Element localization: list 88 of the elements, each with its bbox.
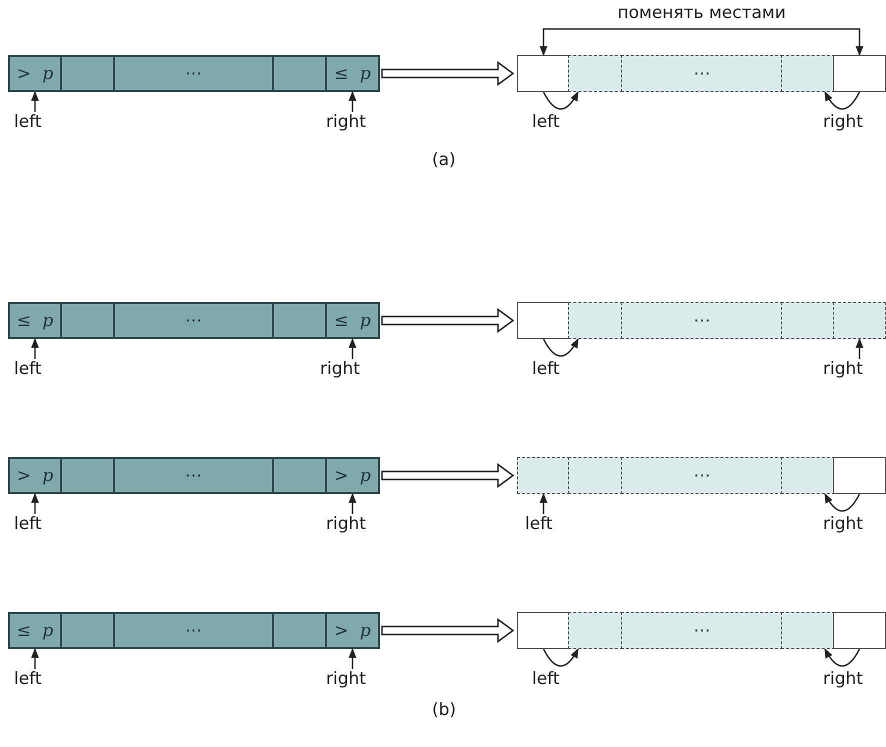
edge-label: поменять местами [618,3,786,23]
array-strip [8,457,378,494]
curved-arrow [542,648,579,667]
array-cell: ⋯ [621,457,783,494]
leader-line [31,493,39,514]
pointer-label: left [525,514,553,534]
array-cell [781,55,835,92]
array-cell: ⋯ [113,612,274,649]
array-cell: ⋯ [621,612,783,649]
pointer-label: right [320,359,360,379]
leader-line [856,338,864,359]
array-cell [60,55,115,92]
array-cell [568,612,623,649]
array-cell: > p [325,612,380,649]
array-cell [833,612,886,649]
array-strip [517,302,884,339]
array-cell [517,55,570,92]
array-cell: ≤ p [325,302,380,339]
array-strip [517,457,884,494]
leader-line [31,338,39,359]
array-cell [60,612,115,649]
curved-arrow [542,338,579,357]
pointer-label: right [823,514,863,534]
curved-arrow [824,493,860,512]
array-cell [781,302,835,339]
array-cell [568,55,623,92]
array-cell: ⋯ [621,302,783,339]
pointer-label: left [14,112,42,132]
array-cell: ⋯ [621,55,783,92]
array-cell [568,457,623,494]
transform-arrow [381,618,514,643]
leader-line [348,338,356,359]
pointer-label: left [532,359,560,379]
array-cell: ⋯ [113,457,274,494]
subfigure-caption: (b) [432,700,456,720]
array-cell [517,302,570,339]
curved-arrow [824,91,860,110]
array-strip [517,612,884,649]
array-cell: ≤ p [8,302,62,339]
leader-line [540,493,548,514]
array-cell [781,457,835,494]
pointer-label: right [823,359,863,379]
subfigure-caption: (a) [432,150,456,170]
leader-line [348,91,356,112]
leader-line [348,648,356,669]
array-cell: ⋯ [113,55,274,92]
array-cell [517,457,570,494]
array-cell [833,55,886,92]
swap-arrow [540,28,864,56]
array-cell [517,612,570,649]
array-strip [8,55,378,92]
array-cell: > p [325,457,380,494]
pointer-label: left [14,359,42,379]
pointer-label: right [326,112,366,132]
array-cell [781,612,835,649]
pointer-label: right [326,669,366,689]
pointer-label: right [823,669,863,689]
array-cell [833,302,886,339]
array-cell [272,55,327,92]
pointer-label: right [823,112,863,132]
leader-line [31,648,39,669]
array-cell: > p [8,457,62,494]
array-strip [517,55,884,92]
array-cell [272,612,327,649]
array-cell [272,302,327,339]
transform-arrow [381,463,514,488]
pointer-label: right [326,514,366,534]
array-cell [272,457,327,494]
array-cell: ≤ p [325,55,380,92]
pointer-label: left [14,514,42,534]
array-cell: ≤ p [8,612,62,649]
transform-arrow [381,61,514,86]
transform-arrow [381,308,514,333]
pointer-label: left [532,112,560,132]
array-cell [833,457,886,494]
array-cell: > p [8,55,62,92]
array-cell [60,302,115,339]
array-cell [60,457,115,494]
array-strip [8,302,378,339]
array-cell: ⋯ [113,302,274,339]
pointer-label: left [532,669,560,689]
leader-line [348,493,356,514]
curved-arrow [824,648,860,667]
curved-arrow [542,91,579,110]
pointer-label: left [14,669,42,689]
array-cell [568,302,623,339]
array-strip [8,612,378,649]
leader-line [31,91,39,112]
